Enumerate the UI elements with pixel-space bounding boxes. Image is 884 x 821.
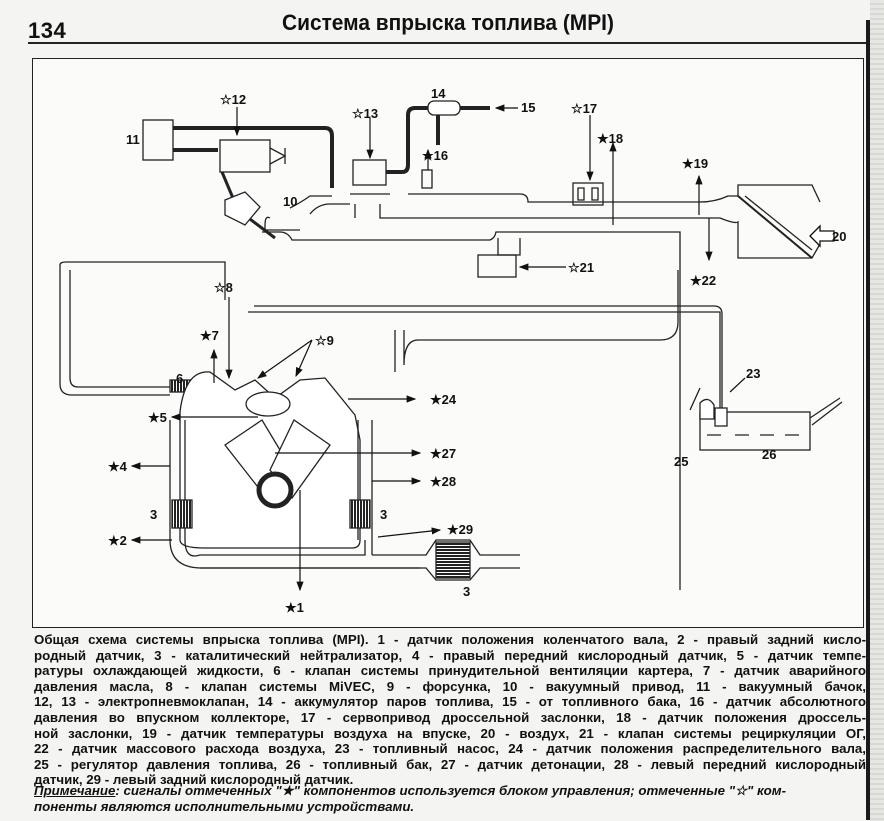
label-14: 14 bbox=[431, 86, 446, 101]
caption-line: 22 - датчик массового расхода воздуха, 2… bbox=[34, 741, 866, 757]
label-28: ★28 bbox=[430, 474, 456, 489]
caption-line: родный датчик, 3 - каталитический нейтра… bbox=[34, 647, 866, 663]
caption-line: 25 - регулятор давления топлива, 26 - то… bbox=[34, 756, 866, 772]
header-rule bbox=[28, 42, 866, 44]
page-edge-line bbox=[866, 20, 870, 820]
label-3a: 3 bbox=[150, 507, 157, 522]
throttle-actuator bbox=[572, 182, 604, 206]
label-7: ★7 bbox=[200, 328, 219, 343]
canister-14 bbox=[427, 100, 461, 116]
label-16: ★16 bbox=[422, 148, 448, 163]
label-13: ☆13 bbox=[352, 106, 378, 121]
label-5: ★5 bbox=[148, 410, 167, 425]
caption-line: ной заслонки, 19 - датчик температуры во… bbox=[34, 725, 866, 741]
egr-valve bbox=[477, 254, 517, 278]
note-text-2: поненты являются исполнительными устройс… bbox=[34, 798, 415, 814]
vacuum-tank bbox=[142, 119, 174, 161]
diagram-frame bbox=[32, 58, 864, 628]
caption-line: Общая схема системы впрыска топлива (MPI… bbox=[34, 632, 866, 647]
label-21: ☆21 bbox=[568, 260, 594, 275]
note-label: Примечание bbox=[34, 783, 116, 798]
figure-note: Примечание: сигналы отмеченных "★" компо… bbox=[34, 783, 866, 814]
label-9: ☆9 bbox=[315, 333, 334, 348]
label-25: 25 bbox=[674, 454, 688, 469]
label-6: 6 bbox=[176, 371, 183, 386]
label-11: 11 bbox=[126, 132, 140, 147]
label-10: 10 bbox=[283, 194, 297, 209]
solenoid-valve-13 bbox=[352, 159, 387, 186]
label-29: ★29 bbox=[447, 522, 473, 537]
label-22: ★22 bbox=[690, 273, 716, 288]
caption-line: давления масла, 8 - клапан системы MiVEC… bbox=[34, 678, 866, 694]
label-8: ☆8 bbox=[214, 280, 233, 295]
caption-line: датчик, 29 - левый задний кислородный да… bbox=[34, 772, 354, 788]
page-number: 134 bbox=[28, 18, 67, 43]
label-27: ★27 bbox=[430, 446, 456, 461]
label-19: ★19 bbox=[682, 156, 708, 171]
catalyst-main bbox=[435, 541, 471, 579]
label-2: ★2 bbox=[108, 533, 127, 548]
label-24: ★24 bbox=[430, 392, 457, 407]
label-26: 26 bbox=[762, 447, 776, 462]
fuel-tank bbox=[699, 411, 811, 451]
caption-line: 12, 13 - электропневмоклапан, 14 - аккум… bbox=[34, 694, 866, 710]
caption-line: ратуры охлаждающей жидкости, 6 - клапан … bbox=[34, 663, 866, 679]
label-3c: 3 bbox=[463, 584, 470, 599]
label-17: ☆17 bbox=[571, 101, 597, 116]
figure-caption: Общая схема системы впрыска топлива (MPI… bbox=[34, 632, 866, 788]
page-edge bbox=[870, 0, 884, 821]
solenoid-valve-12 bbox=[219, 139, 271, 173]
label-20: 20 bbox=[832, 229, 846, 244]
catalyst-right bbox=[171, 499, 193, 529]
fuel-injection-diagram: ★1 ★2 3 3 3 ★4 ★5 6 ★7 ☆8 ☆9 10 11 ☆12 ☆… bbox=[59, 86, 846, 615]
label-15: 15 bbox=[521, 100, 535, 115]
air-inlet-arrow bbox=[809, 224, 835, 248]
label-18: ★18 bbox=[597, 131, 623, 146]
label-12: ☆12 bbox=[220, 92, 246, 107]
label-1: ★1 bbox=[285, 600, 304, 615]
label-3b: 3 bbox=[380, 507, 387, 522]
catalyst-left bbox=[349, 499, 371, 529]
label-4: ★4 bbox=[108, 459, 128, 474]
note-text: : сигналы отмеченных "★" компонентов исп… bbox=[115, 783, 787, 798]
page-title: Система впрыска топлива (MPI) bbox=[282, 10, 614, 35]
label-23: 23 bbox=[746, 366, 760, 381]
caption-line: давления во впускном коллекторе, 17 - се… bbox=[34, 709, 866, 725]
